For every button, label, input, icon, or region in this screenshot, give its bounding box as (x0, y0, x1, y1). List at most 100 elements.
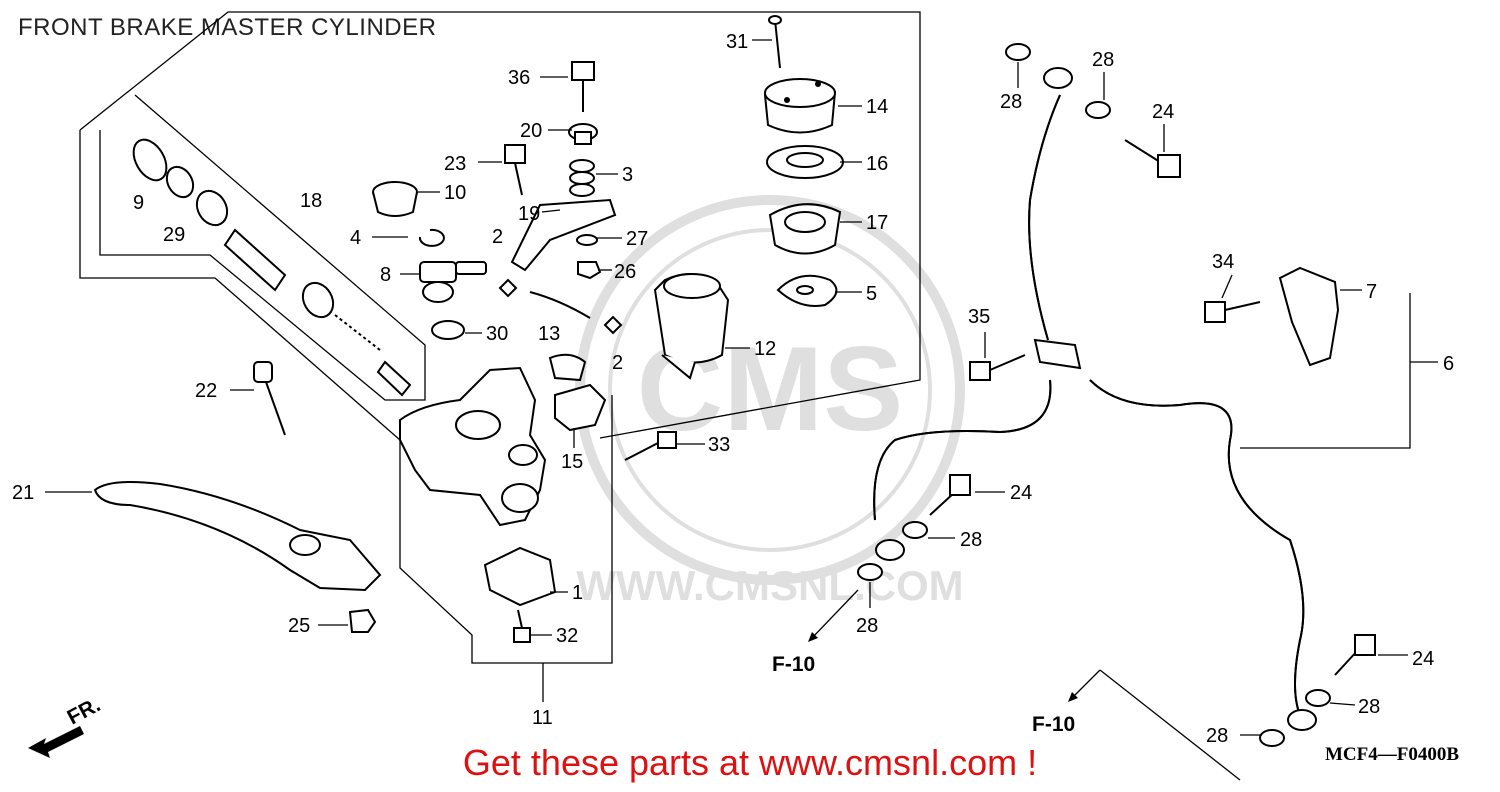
part-piston-kit[interactable] (127, 134, 412, 397)
part-screw-33[interactable] (624, 431, 677, 461)
callout-19: 19 (518, 203, 540, 225)
part-washer-28e[interactable] (1305, 689, 1331, 707)
callout-15: 15 (561, 451, 583, 473)
part-brake-lever-21[interactable] (93, 481, 382, 592)
part-holder-top[interactable] (548, 353, 587, 382)
callout-28-bottom-right: 28 (1358, 696, 1380, 718)
callout-14: 14 (866, 96, 888, 118)
part-cap-10[interactable] (372, 181, 418, 217)
callout-4: 4 (350, 227, 361, 249)
callout-16: 16 (866, 153, 888, 175)
callout-29: 29 (163, 224, 185, 246)
part-hose-upper[interactable] (1028, 94, 1061, 341)
callout-10: 10 (444, 182, 466, 204)
diagram-title: FRONT BRAKE MASTER CYLINDER (18, 14, 437, 41)
callout-1: 1 (572, 582, 583, 604)
part-banjo-top[interactable] (1043, 67, 1073, 89)
part-oring-30[interactable] (431, 320, 465, 340)
part-three-way-joint[interactable] (1033, 338, 1082, 370)
callout-28-middle: 28 (960, 529, 982, 551)
callout-26: 26 (614, 261, 636, 283)
callout-33: 33 (708, 434, 730, 456)
part-reservoir-12[interactable] (653, 273, 730, 380)
diagram-code: MCF4—F0400B (1325, 744, 1460, 765)
part-bolt-24a[interactable] (1124, 139, 1181, 178)
part-float-5[interactable] (776, 274, 838, 307)
part-bolt-34[interactable] (1204, 301, 1261, 323)
part-circlip-4[interactable] (418, 228, 445, 247)
callout-2-upper: 2 (492, 226, 503, 248)
part-rubber-3[interactable] (569, 159, 595, 197)
callout-11: 11 (532, 707, 553, 729)
part-banjo-right[interactable] (1287, 709, 1317, 731)
callout-31: 31 (726, 31, 748, 53)
callout-13: 13 (538, 323, 560, 345)
watermark-url: WWW.CMSNL.COM (576, 562, 963, 609)
part-collar-20[interactable] (568, 123, 598, 145)
callout-32: 32 (556, 625, 578, 647)
part-washer-27[interactable] (576, 234, 598, 246)
promo-text: Get these parts at www.cmsnl.com ! (462, 742, 1038, 783)
group-outline-upper (79, 11, 921, 439)
part-diaphragm-17[interactable] (768, 203, 842, 255)
part-bolt-35[interactable] (969, 354, 1026, 381)
group-outline-lower (79, 130, 613, 664)
part-pivot-bolt-22[interactable] (253, 361, 286, 436)
ref-f10-left: F-10 (772, 653, 815, 676)
callout-6: 6 (1443, 353, 1454, 375)
callout-21: 21 (12, 482, 34, 504)
part-master-cylinder-body[interactable] (399, 366, 547, 527)
callout-27: 27 (626, 228, 648, 250)
part-hose-clamp-7[interactable] (1278, 266, 1340, 367)
group-outline-fref (1099, 669, 1241, 781)
part-bolt-36[interactable] (571, 61, 595, 112)
front-direction-label: FR. (64, 693, 105, 729)
callout-28-bottom-left: 28 (1206, 725, 1228, 747)
callout-25: 25 (288, 615, 310, 637)
part-bolt-24c[interactable] (1334, 634, 1376, 676)
part-tube-13[interactable] (529, 291, 591, 319)
part-washer-28d[interactable] (857, 563, 883, 581)
part-stay-19[interactable] (510, 198, 617, 272)
part-joint-8[interactable] (419, 261, 487, 303)
callout-3: 3 (622, 164, 633, 186)
callout-24-middle: 24 (1010, 482, 1032, 504)
part-reservoir-cap-14[interactable] (763, 78, 837, 134)
group-outline-piston (99, 94, 426, 401)
callout-7: 7 (1366, 281, 1377, 303)
part-screw-31[interactable] (768, 15, 782, 69)
part-screw-32[interactable] (513, 609, 531, 643)
callout-20: 20 (520, 120, 542, 142)
callout-34: 34 (1212, 251, 1234, 273)
callout-8: 8 (380, 264, 391, 286)
part-bolt-24b[interactable] (929, 474, 971, 516)
callout-17: 17 (866, 212, 888, 234)
part-clip-2a[interactable] (498, 278, 518, 298)
part-bolt-23[interactable] (504, 144, 526, 196)
part-hose-right[interactable] (1089, 379, 1305, 716)
part-washer-28f[interactable] (1259, 729, 1285, 747)
callout-36: 36 (508, 67, 530, 89)
part-nut-25[interactable] (348, 608, 377, 633)
group-outline-hose (1240, 293, 1411, 449)
callout-23: 23 (444, 153, 466, 175)
part-washer-28c[interactable] (902, 521, 928, 539)
callout-18: 18 (300, 190, 322, 212)
leader-lines (45, 39, 1438, 736)
ref-f10-right: F-10 (1032, 713, 1075, 736)
part-washer-28a[interactable] (1005, 43, 1031, 61)
part-washer-28b[interactable] (1085, 101, 1111, 119)
callout-9: 9 (133, 192, 144, 214)
callout-24-bottom: 24 (1412, 648, 1434, 670)
part-clip-2b[interactable] (603, 315, 623, 335)
callout-12: 12 (754, 338, 776, 360)
part-banjo-left[interactable] (875, 539, 905, 561)
callout-5: 5 (866, 283, 877, 305)
part-nut-26[interactable] (577, 261, 602, 280)
callout-2-lower: 2 (612, 352, 623, 374)
part-holder-15[interactable] (554, 383, 607, 432)
callout-28-left: 28 (856, 615, 878, 637)
part-switch-1[interactable] (483, 546, 557, 607)
part-plate-16[interactable] (766, 145, 844, 179)
